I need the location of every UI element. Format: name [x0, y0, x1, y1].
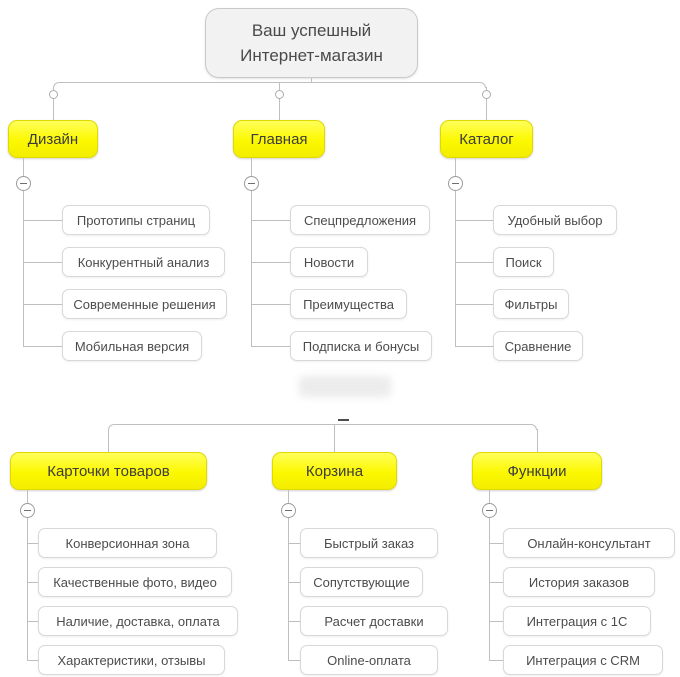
child-node[interactable]: Качественные фото, видео [38, 567, 232, 597]
connector-line [288, 621, 300, 622]
connector-line [489, 582, 503, 583]
collapsed-node-dash [338, 419, 349, 421]
child-node[interactable]: Удобный выбор [493, 205, 617, 235]
connector-line [489, 660, 503, 661]
connector-corner [480, 82, 486, 88]
connector-line [251, 220, 290, 221]
connector-line [53, 87, 54, 120]
child-node[interactable]: Спецпредложения [290, 205, 430, 235]
connector-line [311, 78, 312, 82]
branch-node-design[interactable]: Дизайн [8, 120, 98, 158]
branch-node-cart[interactable]: Корзина [272, 452, 397, 490]
child-node[interactable]: Прототипы страниц [62, 205, 210, 235]
child-node[interactable]: Интеграция с CRM [503, 645, 663, 675]
connector-line [251, 158, 252, 346]
connector-line [108, 429, 109, 452]
connector-line [27, 543, 38, 544]
connector-line [489, 621, 503, 622]
collapse-minus-icon[interactable] [482, 503, 497, 518]
child-node[interactable]: Мобильная версия [62, 331, 202, 361]
child-node[interactable]: Конверсионная зона [38, 528, 217, 558]
connector-line [455, 158, 456, 346]
child-node[interactable]: Online-оплата [300, 645, 438, 675]
child-node[interactable]: Подписка и бонусы [290, 331, 432, 361]
connector-line [288, 660, 300, 661]
connector-line [334, 425, 335, 452]
connector-line [288, 582, 300, 583]
connector-line [27, 582, 38, 583]
connector-corner [531, 424, 537, 430]
connector-line [251, 346, 290, 347]
child-node[interactable]: История заказов [503, 567, 655, 597]
child-node[interactable]: Интеграция с 1С [503, 606, 651, 636]
child-node[interactable]: Современные решения [62, 289, 227, 319]
connector-line [537, 429, 538, 452]
collapse-minus-icon[interactable] [20, 503, 35, 518]
child-node[interactable]: Сравнение [493, 331, 583, 361]
child-node[interactable]: Онлайн-консультант [503, 528, 675, 558]
connector-line [455, 346, 493, 347]
branch-point-icon [49, 90, 58, 99]
collapse-minus-icon[interactable] [448, 176, 463, 191]
connector-line [114, 424, 531, 425]
connector-line [489, 490, 490, 660]
child-node[interactable]: Преимущества [290, 289, 407, 319]
child-node[interactable]: Быстрый заказ [300, 528, 438, 558]
child-node[interactable]: Расчет доставки [300, 606, 448, 636]
root-node[interactable]: Ваш успешный Интернет-магазин [205, 8, 418, 78]
connector-line [23, 262, 62, 263]
connector-line [23, 220, 62, 221]
child-node[interactable]: Конкурентный анализ [62, 247, 225, 277]
connector-corner [108, 424, 114, 430]
connector-line [251, 262, 290, 263]
connector-line [489, 543, 503, 544]
connector-line [486, 87, 487, 120]
connector-line [288, 490, 289, 660]
branch-node-home[interactable]: Главная [233, 120, 325, 158]
blurred-watermark [299, 376, 391, 397]
branch-node-functions[interactable]: Функции [472, 452, 602, 490]
connector-line [27, 660, 38, 661]
connector-line [27, 621, 38, 622]
connector-line [23, 346, 62, 347]
connector-line [23, 158, 24, 346]
branch-point-icon [482, 90, 491, 99]
connector-line [455, 220, 493, 221]
branch-node-catalog[interactable]: Каталог [440, 120, 533, 158]
collapse-minus-icon[interactable] [16, 176, 31, 191]
collapse-minus-icon[interactable] [244, 176, 259, 191]
child-node[interactable]: Поиск [493, 247, 554, 277]
child-node[interactable]: Сопутствующие [300, 567, 423, 597]
branch-point-icon [275, 90, 284, 99]
connector-line [455, 262, 493, 263]
child-node[interactable]: Характеристики, отзывы [38, 645, 225, 675]
child-node[interactable]: Фильтры [493, 289, 569, 319]
connector-line [251, 304, 290, 305]
connector-line [23, 304, 62, 305]
child-node[interactable]: Наличие, доставка, оплата [38, 606, 238, 636]
connector-line [27, 490, 28, 660]
connector-line [455, 304, 493, 305]
connector-corner [53, 82, 59, 88]
connector-line [59, 82, 480, 83]
child-node[interactable]: Новости [290, 247, 368, 277]
collapse-minus-icon[interactable] [281, 503, 296, 518]
branch-node-product-cards[interactable]: Карточки товаров [10, 452, 207, 490]
connector-line [288, 543, 300, 544]
connector-line [279, 82, 280, 120]
